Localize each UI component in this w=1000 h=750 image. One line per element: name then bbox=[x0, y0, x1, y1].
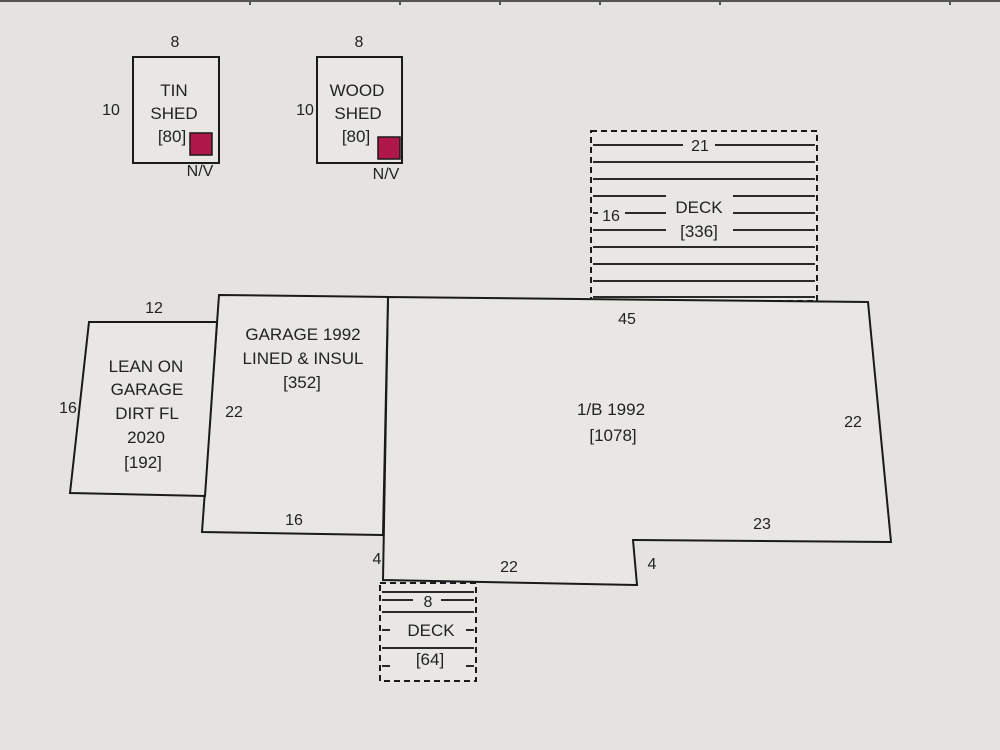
tin-shed-dim-top: 8 bbox=[171, 34, 180, 51]
tin-shed-area: [80] bbox=[158, 127, 186, 146]
wood-shed-area: [80] bbox=[342, 127, 370, 146]
lean-on-line3: DIRT FL bbox=[115, 404, 179, 423]
main-house-dim-bottom-left: 22 bbox=[500, 559, 518, 576]
not-valued-marker-icon bbox=[377, 136, 401, 160]
lean-on-line2: GARAGE bbox=[111, 380, 184, 399]
main-house-dim-top: 45 bbox=[618, 311, 636, 328]
deck-top-area: [336] bbox=[680, 222, 718, 241]
main-house-label: 1/B 1992 bbox=[577, 400, 645, 419]
lean-on-line1: LEAN ON bbox=[109, 357, 184, 376]
main-house-dim-bottom-right: 23 bbox=[753, 516, 771, 533]
garage-label-line1: GARAGE 1992 bbox=[245, 325, 360, 344]
tin-shed[interactable]: TIN SHED [80] 8 10 N/V bbox=[102, 34, 220, 180]
garage-dim-left: 22 bbox=[225, 404, 243, 421]
wood-shed-dim-top: 8 bbox=[355, 34, 364, 51]
deck-top-outline bbox=[590, 130, 818, 302]
main-house-dim-left-step: 4 bbox=[373, 551, 382, 568]
garage-dim-bottom: 16 bbox=[285, 512, 303, 529]
deck-bottom-dim-width: 8 bbox=[424, 594, 433, 611]
deck-top-boards bbox=[593, 144, 815, 298]
main-house-dim-step: 4 bbox=[648, 556, 657, 573]
tin-shed-name-line1: TIN bbox=[160, 81, 187, 100]
wood-shed-name-line2: SHED bbox=[334, 104, 381, 123]
deck-top[interactable]: 21 16 DECK [336] bbox=[590, 130, 818, 302]
deck-bottom[interactable]: 8 DECK [64] bbox=[379, 582, 477, 682]
lean-on-garage[interactable]: LEAN ON GARAGE DIRT FL 2020 [192] 12 16 bbox=[59, 300, 219, 498]
main-house-area: [1078] bbox=[589, 426, 636, 445]
deck-top-dim-width: 21 bbox=[691, 138, 709, 155]
deck-top-name: DECK bbox=[675, 198, 723, 217]
deck-bottom-area: [64] bbox=[416, 650, 444, 669]
main-house-dim-right: 22 bbox=[844, 414, 862, 431]
tin-shed-name-line2: SHED bbox=[150, 104, 197, 123]
tin-shed-marker-label: N/V bbox=[187, 163, 214, 180]
garage-label-line2: LINED & INSUL bbox=[243, 349, 364, 368]
wood-shed-dim-left: 10 bbox=[296, 102, 314, 119]
wood-shed[interactable]: WOOD SHED [80] 8 10 N/V bbox=[296, 34, 403, 183]
main-house-outline bbox=[381, 295, 893, 587]
wood-shed-marker-label: N/V bbox=[373, 166, 400, 183]
not-valued-marker-icon bbox=[189, 132, 213, 156]
lean-on-line4: 2020 bbox=[127, 428, 165, 447]
main-house[interactable]: 45 1/B 1992 [1078] 22 23 4 22 4 bbox=[373, 295, 893, 587]
lean-on-dim-top: 12 bbox=[145, 300, 163, 317]
top-edge bbox=[0, 0, 1000, 5]
lean-on-area: [192] bbox=[124, 453, 162, 472]
garage[interactable]: GARAGE 1992 LINED & INSUL [352] 22 16 bbox=[200, 293, 390, 537]
lean-on-dim-left: 16 bbox=[59, 400, 77, 417]
lean-on-outline bbox=[68, 321, 219, 498]
wood-shed-name-line1: WOOD bbox=[330, 81, 385, 100]
deck-bottom-boards bbox=[382, 591, 474, 667]
deck-bottom-name: DECK bbox=[407, 621, 455, 640]
garage-area: [352] bbox=[283, 373, 321, 392]
tin-shed-dim-left: 10 bbox=[102, 102, 120, 119]
deck-top-dim-left: 16 bbox=[602, 208, 620, 225]
